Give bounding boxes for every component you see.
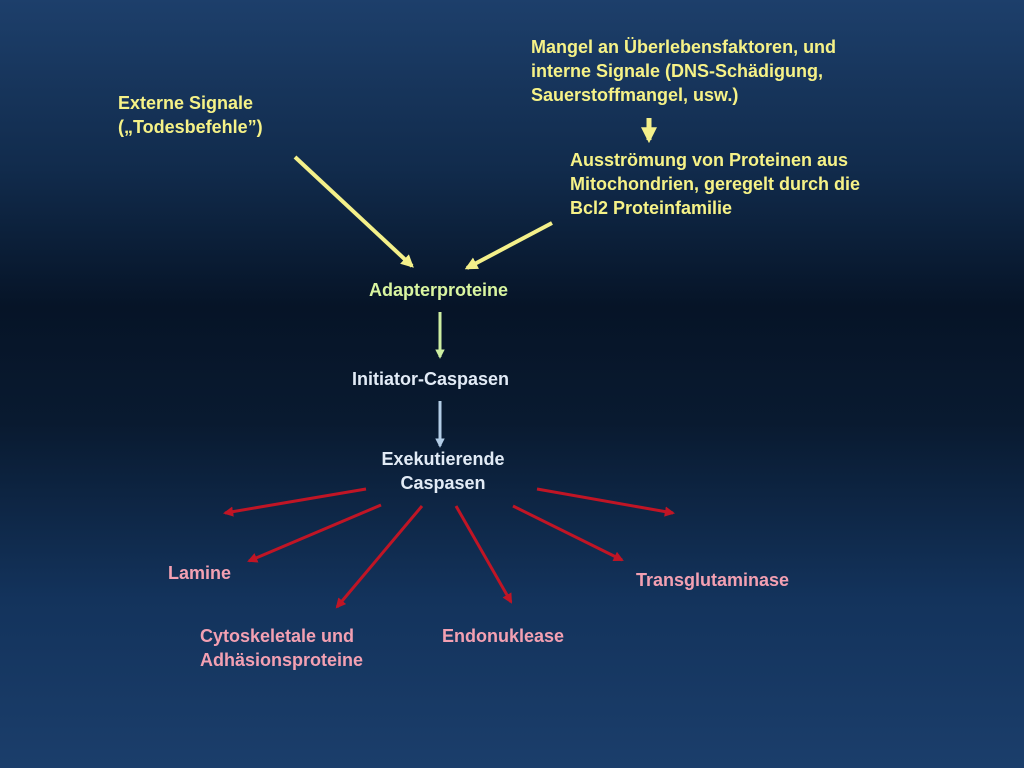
lamine-label: Lamine	[168, 563, 232, 583]
arrow-executing-to-transglutaminase	[512, 504, 624, 562]
mitochondria-line-2: Mitochondrien, geregelt durch die	[570, 174, 861, 194]
executing-caspases-line-2: Caspasen	[400, 473, 486, 493]
internal-signals-label: Mangel an Überlebensfaktoren, und intern…	[531, 35, 836, 107]
cytoskeletal-line-1: Cytoskeletale und	[200, 626, 355, 646]
arrow-external-to-adapter	[293, 155, 414, 268]
mitochondria-line-1: Ausströmung von Proteinen aus	[570, 150, 849, 170]
executing-caspases-line-1: Exekutierende	[381, 449, 505, 469]
arrow-mitochondria-to-adapter	[464, 221, 553, 270]
initiator-caspases-label: Initiator-Caspasen	[352, 369, 510, 389]
adapter-proteins-label: Adapterproteine	[369, 280, 509, 300]
external-signals-line-1: Externe Signale	[118, 93, 254, 113]
arrow-executing-to-cytoskeletal	[335, 505, 424, 609]
transglutaminase-label: Transglutaminase	[636, 570, 790, 590]
cytoskeletal-line-2: Adhäsionsproteine	[200, 650, 364, 670]
arrow-executing-to-lamine	[247, 503, 382, 563]
internal-signals-line-2: interne Signale (DNS-Schädigung,	[531, 61, 824, 81]
mitochondria-label: Ausströmung von Proteinen aus Mitochondr…	[570, 148, 860, 220]
internal-signals-line-3: Sauerstoffmangel, usw.)	[531, 85, 739, 105]
external-signals-line-2: („Todesbefehle”)	[118, 117, 263, 137]
endonuclease-label: Endonuklease	[442, 626, 565, 646]
arrow-executing-to-far-left	[222, 487, 367, 517]
internal-signals-line-1: Mangel an Überlebensfaktoren, und	[531, 37, 837, 57]
external-signals-label: Externe Signale („Todesbefehle”)	[118, 91, 263, 139]
arrow-executing-to-endonuclease	[454, 505, 513, 604]
arrow-executing-to-far-right	[536, 487, 676, 517]
mitochondria-line-3: Bcl2 Proteinfamilie	[570, 198, 733, 218]
cytoskeletal-label: Cytoskeletale und Adhäsionsproteine	[200, 624, 363, 672]
executing-caspases-label: Exekutierende Caspasen	[364, 447, 522, 495]
